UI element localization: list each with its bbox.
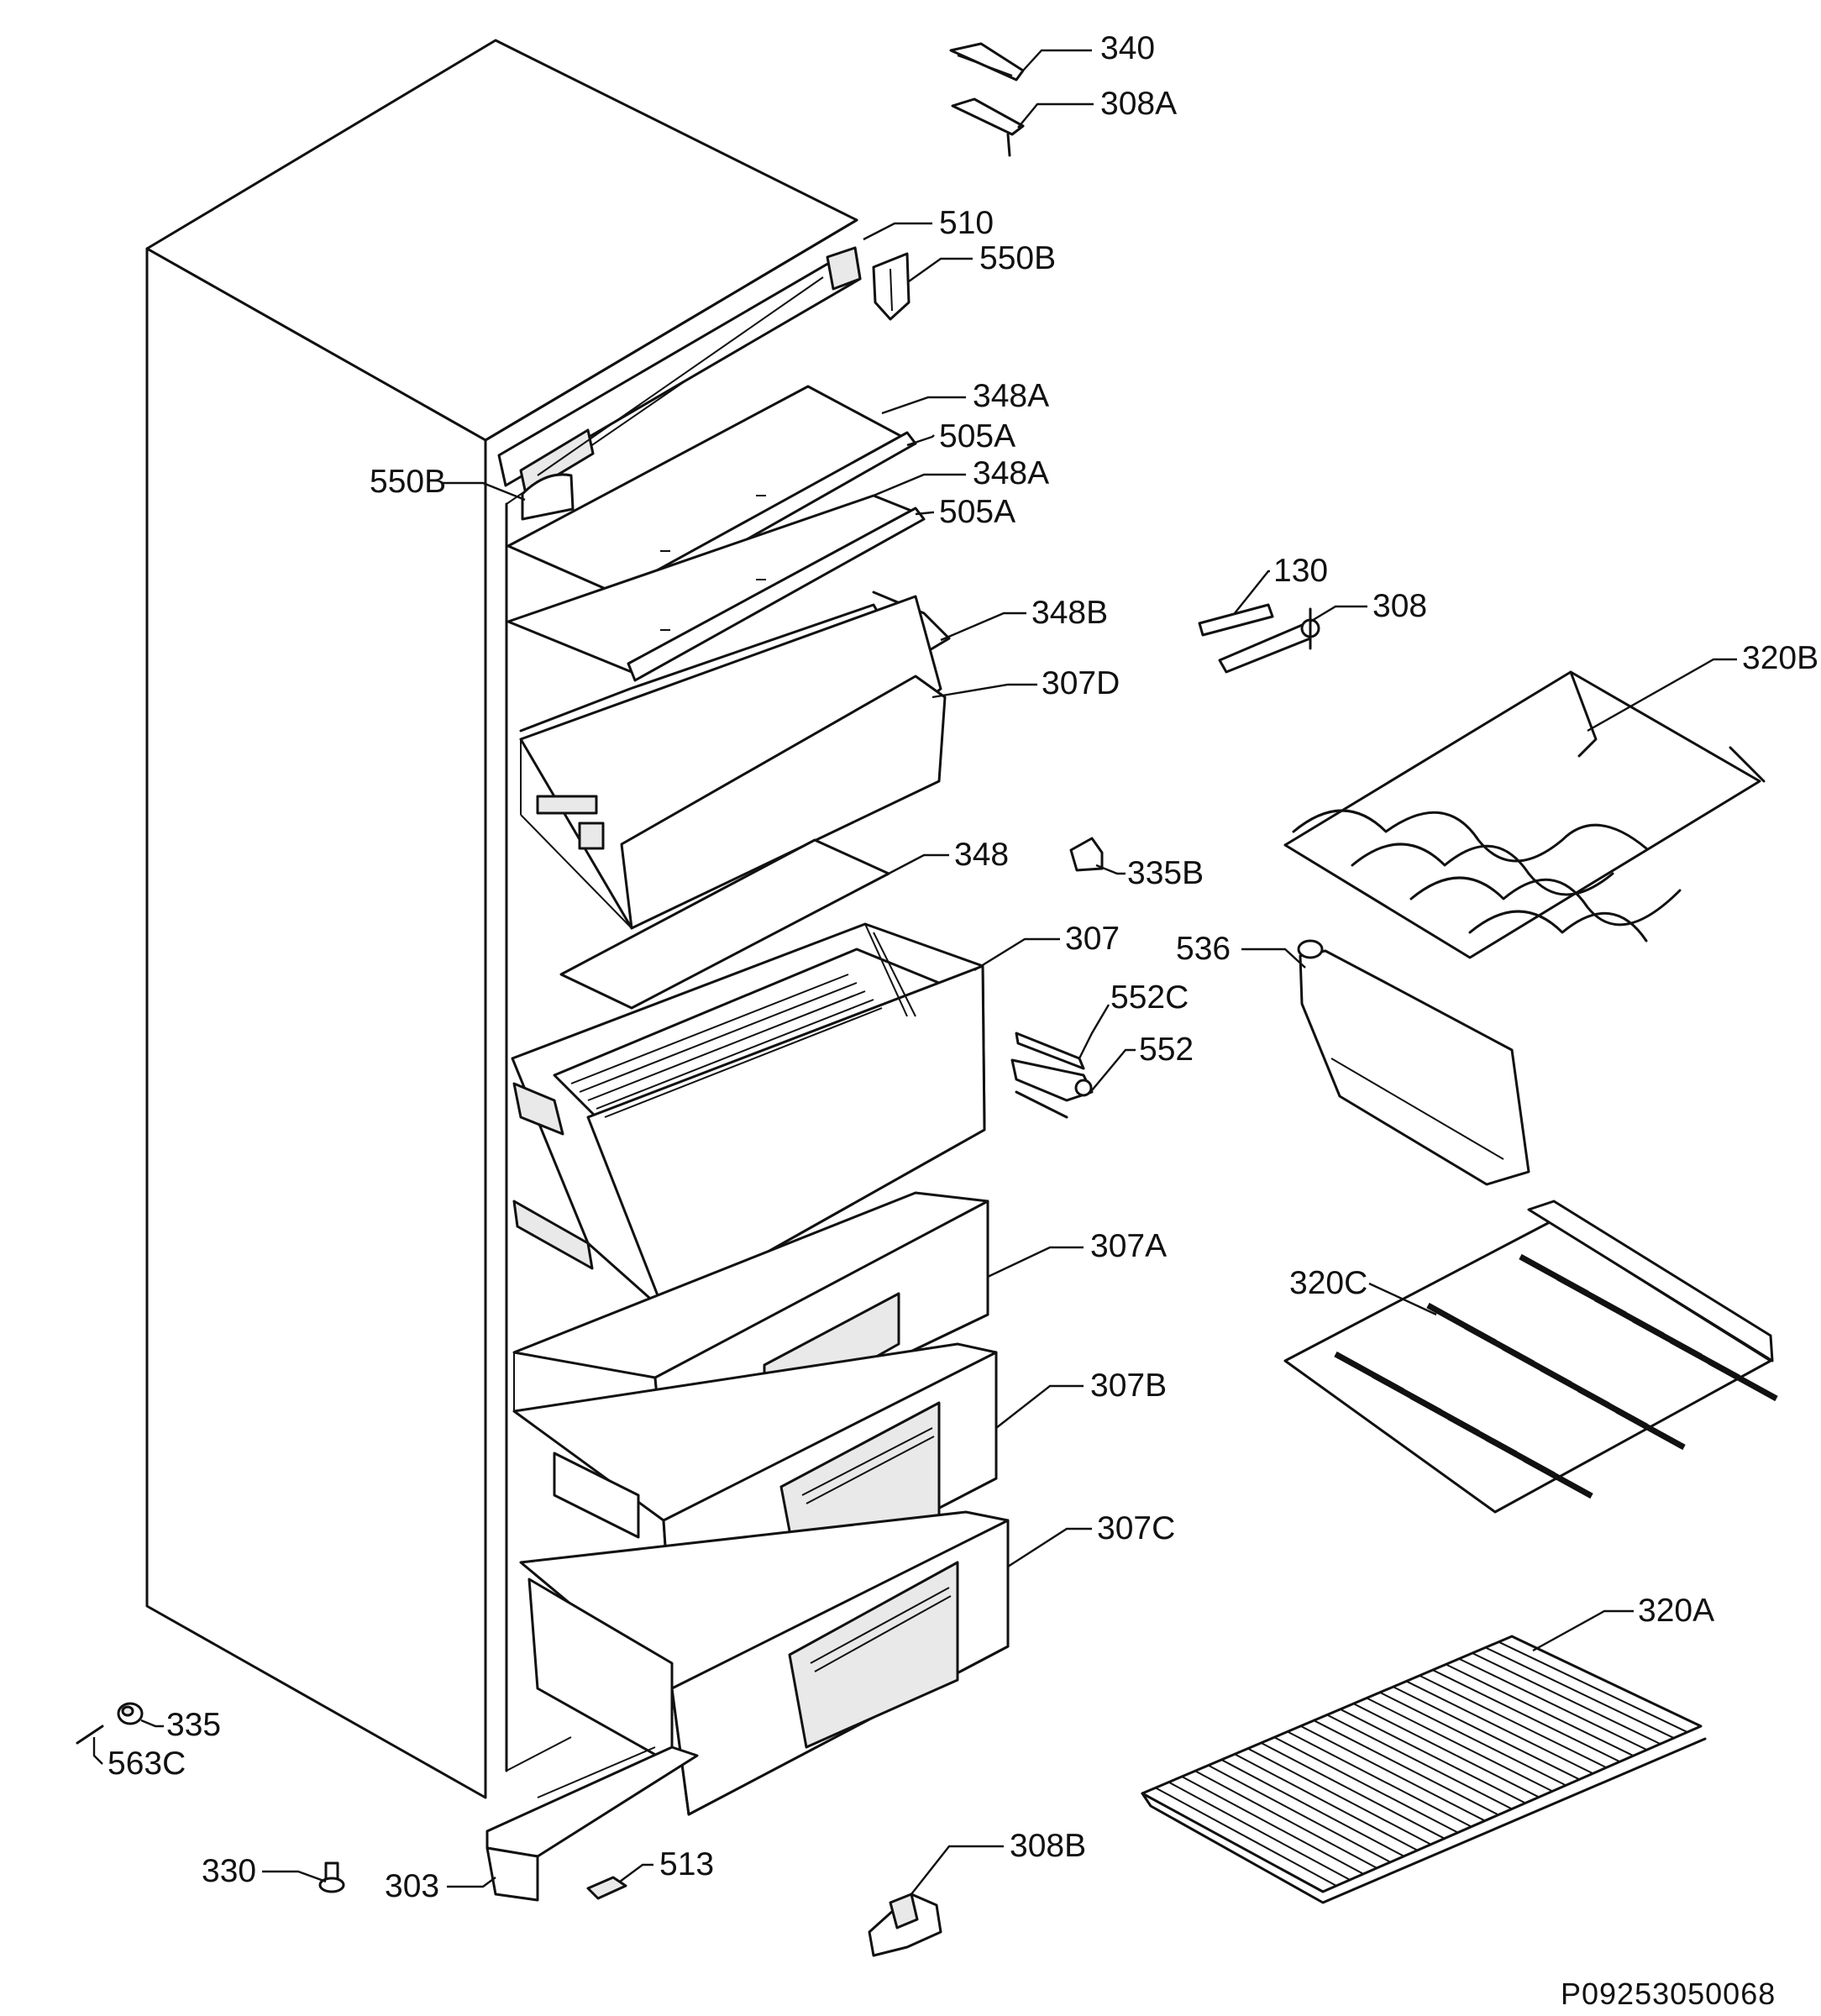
label-307a: 307A: [1090, 1228, 1167, 1264]
part-130-hinge-plate[interactable]: [1198, 603, 1274, 637]
label-320b: 320B: [1742, 640, 1818, 676]
leader-lines: [92, 49, 1737, 1895]
wire-bar: [1472, 1652, 1661, 1746]
wire-bar: [1194, 1770, 1378, 1869]
wire-bar: [1366, 1697, 1553, 1793]
wire-bar: [1340, 1708, 1526, 1804]
label-348a-2: 348A: [973, 455, 1049, 491]
part-303-kickplate[interactable]: [485, 1746, 699, 1902]
wire-bar: [1208, 1764, 1391, 1863]
part-307d-drawer[interactable]: [519, 595, 947, 930]
wire-bar: [1220, 1759, 1404, 1857]
part-513[interactable]: [586, 1876, 627, 1900]
label-510: 510: [939, 205, 994, 241]
label-552: 552: [1139, 1032, 1194, 1068]
label-335: 335: [166, 1707, 221, 1743]
label-307: 307: [1065, 921, 1120, 957]
wire-bar: [1313, 1719, 1499, 1816]
part-308b-hinge[interactable]: [868, 1893, 942, 1957]
label-513: 513: [659, 1846, 714, 1882]
part-552-rail[interactable]: [1010, 1058, 1094, 1119]
wire-bar: [1445, 1663, 1635, 1757]
part-320b-bottle-rack[interactable]: [1283, 670, 1766, 959]
cabinet: [145, 39, 858, 1799]
label-335b: 335B: [1127, 855, 1204, 891]
label-307b: 307B: [1090, 1368, 1167, 1404]
label-320a: 320A: [1638, 1593, 1714, 1629]
part-labels: 340 308A 510 550B 348A 505A 348A 505A 55…: [108, 30, 1818, 2011]
label-563c: 563C: [108, 1746, 186, 1782]
part-320a-wire-shelf[interactable]: [1141, 1635, 1707, 1904]
label-550b-top: 550B: [979, 240, 1056, 276]
wire-bar: [1300, 1725, 1486, 1822]
wire-bar: [1155, 1787, 1337, 1887]
part-335b-bushing[interactable]: [1069, 837, 1104, 872]
part-550b-left-clip[interactable]: [521, 473, 575, 521]
label-130: 130: [1273, 553, 1328, 589]
part-510-top-trim[interactable]: [497, 246, 862, 496]
label-348: 348: [954, 837, 1009, 873]
label-505a-2: 505A: [939, 494, 1015, 530]
wire-bar: [1273, 1736, 1459, 1834]
part-308a-hinge[interactable]: [951, 97, 1025, 157]
part-330-foot[interactable]: [318, 1861, 345, 1893]
part-552c-rail[interactable]: [1015, 1032, 1085, 1070]
wire-bar: [1379, 1691, 1566, 1787]
wire-bar: [1326, 1714, 1513, 1810]
wire-bar: [1393, 1686, 1580, 1781]
part-348-glass-shelf[interactable]: [559, 838, 890, 1010]
part-563c-pin[interactable]: [76, 1725, 104, 1745]
label-307c: 307C: [1097, 1510, 1175, 1546]
label-308a: 308A: [1100, 86, 1177, 122]
wire-bar: [1458, 1657, 1648, 1751]
label-307d: 307D: [1042, 665, 1120, 701]
label-303: 303: [385, 1868, 439, 1904]
part-307-drawer[interactable]: [511, 922, 986, 1312]
label-505a-1: 505A: [939, 418, 1015, 454]
wire-bar: [1485, 1646, 1675, 1739]
wire-bar: [1168, 1781, 1351, 1881]
wire-bar: [1181, 1776, 1364, 1875]
part-307c-drawer[interactable]: [519, 1510, 1010, 1816]
part-340-hinge-cover[interactable]: [949, 42, 1025, 81]
part-348a-shelf-2[interactable]: [506, 494, 926, 682]
label-348b: 348B: [1031, 595, 1108, 631]
wire-bar: [1234, 1753, 1418, 1851]
tray-slot: [1523, 1456, 1593, 1499]
label-340: 340: [1100, 30, 1155, 66]
wire-bar: [1432, 1669, 1621, 1763]
wire-bar: [1287, 1730, 1472, 1828]
label-550b-left: 550B: [370, 464, 446, 500]
reference-code: P09253050068: [1561, 1977, 1776, 2011]
part-320c-tray[interactable]: [1283, 1200, 1778, 1514]
label-348a-1: 348A: [973, 378, 1049, 414]
label-308b: 308B: [1010, 1828, 1086, 1864]
part-308-hinge[interactable]: [1218, 607, 1320, 674]
wire-bar: [1247, 1747, 1432, 1845]
label-320c: 320C: [1289, 1265, 1367, 1301]
label-330: 330: [202, 1853, 256, 1889]
part-536-divider[interactable]: [1297, 939, 1530, 1186]
tray-slot: [1708, 1358, 1778, 1402]
label-308: 308: [1372, 588, 1427, 624]
part-550b-top-clip[interactable]: [872, 252, 910, 321]
label-536: 536: [1176, 931, 1231, 967]
part-335-bushing[interactable]: [117, 1702, 144, 1725]
label-552c: 552C: [1110, 979, 1189, 1016]
wire-bar: [1419, 1674, 1607, 1769]
wire-bar: [1260, 1742, 1446, 1840]
wire-bar: [1352, 1703, 1540, 1798]
wire-bar: [1405, 1680, 1593, 1775]
tray-slot: [1615, 1407, 1686, 1451]
wire-bar: [1498, 1641, 1688, 1733]
